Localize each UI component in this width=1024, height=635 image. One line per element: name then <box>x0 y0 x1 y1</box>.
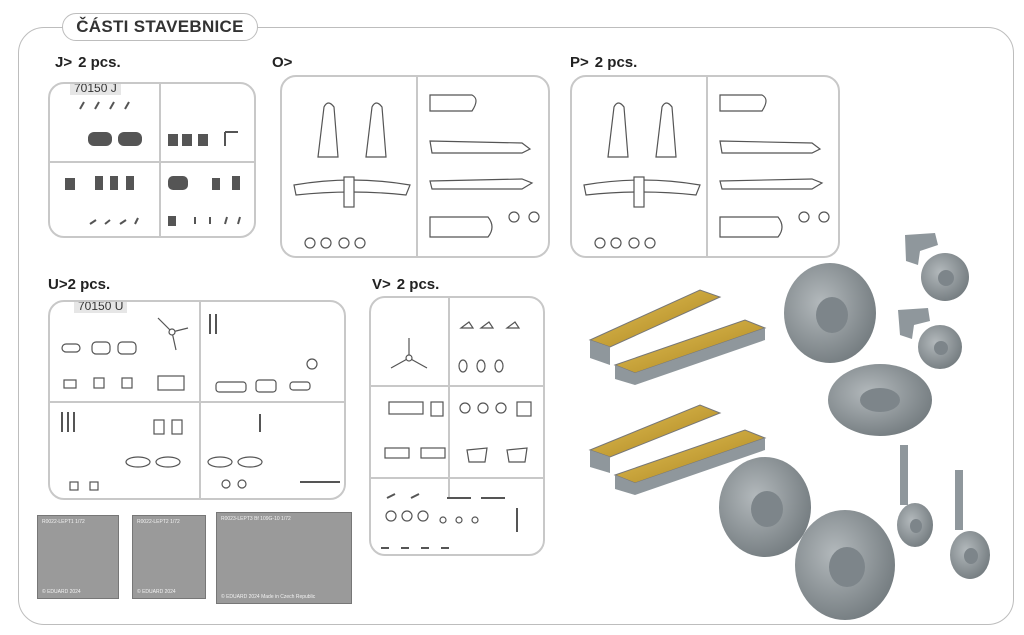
resin-parts-render <box>588 233 990 620</box>
tail-wheel-1 <box>905 233 969 301</box>
sprue-o-parts <box>293 77 540 256</box>
photoetch-fret-2-label: R0022-LEPT2 1/72 <box>137 519 180 525</box>
sprue-j-code: 70150 J <box>70 84 121 95</box>
sprue-u: 70150 U <box>48 300 346 500</box>
main-wheel-1 <box>784 263 876 363</box>
tail-wheel-2 <box>898 308 962 369</box>
main-gear-leg-2 <box>950 470 990 579</box>
page-title: ČÁSTI STAVEBNICE <box>62 13 258 41</box>
sprue-j-label: J>2 pcs. <box>55 54 121 71</box>
main-wheel-2 <box>828 364 932 436</box>
main-wheel-3 <box>719 457 811 557</box>
sprue-v <box>369 296 545 556</box>
sprue-p <box>570 75 840 258</box>
photoetch-fret-2-footer: © EDUARD 2024 <box>137 589 176 595</box>
photoetch-fret-1-label: R0022-LEPT1 1/72 <box>42 519 85 525</box>
main-gear-leg-1 <box>897 445 933 547</box>
sprue-v-parts <box>371 298 543 549</box>
gear-well-insert-pair-2 <box>588 404 767 495</box>
sprue-o-label: O> <box>272 54 293 71</box>
main-wheel-4 <box>795 510 895 620</box>
sprue-p-parts <box>583 77 830 256</box>
sprue-o <box>280 75 550 258</box>
sprue-u-parts <box>50 302 344 498</box>
sprue-v-label: V>2 pcs. <box>372 276 440 293</box>
photoetch-fret-3: R0023-LEPT3 Bf 109G-10 1/72 © EDUARD 202… <box>216 512 352 604</box>
photoetch-fret-2: R0022-LEPT2 1/72 © EDUARD 2024 <box>132 515 206 599</box>
sprue-u-code: 70150 U <box>74 302 128 313</box>
sprue-j-parts <box>50 84 254 236</box>
sprue-j: 70150 J <box>48 82 256 238</box>
kit-parts-frame <box>18 27 1014 625</box>
photoetch-fret-1-footer: © EDUARD 2024 <box>42 589 81 595</box>
sprue-p-label: P>2 pcs. <box>570 54 638 71</box>
photoetch-fret-3-label: R0023-LEPT3 Bf 109G-10 1/72 <box>221 516 291 522</box>
gear-well-insert-pair-1 <box>588 289 767 385</box>
photoetch-fret-1: R0022-LEPT1 1/72 © EDUARD 2024 <box>37 515 119 599</box>
sprue-u-label: U>2 pcs. <box>48 276 111 293</box>
photoetch-fret-3-footer: © EDUARD 2024 Made in Czech Republic <box>221 594 316 600</box>
